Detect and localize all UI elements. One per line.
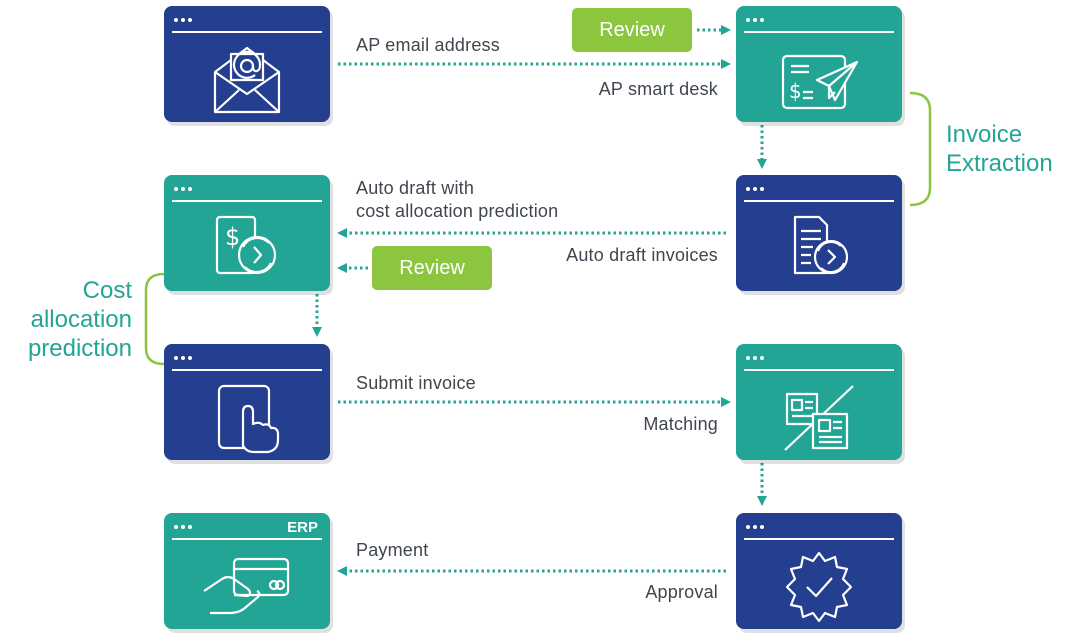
- matching-window: [736, 344, 902, 460]
- document-refresh-icon: [793, 215, 849, 275]
- touch-tablet-icon: [217, 384, 280, 454]
- review-badge-top: Review: [572, 8, 692, 52]
- erp-payment-window: ERP: [164, 513, 330, 629]
- label-matching: Matching: [643, 414, 718, 434]
- send-invoice-icon: $: [781, 54, 859, 110]
- label-ap-email: AP email address: [356, 35, 500, 55]
- submit-window: [164, 344, 330, 460]
- svg-text:$: $: [789, 79, 802, 103]
- approval-badge-icon: [785, 551, 853, 623]
- smart-desk-window: $: [736, 6, 902, 122]
- approval-window: [736, 513, 902, 629]
- label-ap-smart-desk: AP smart desk: [598, 79, 718, 99]
- credit-card-hand-icon: [203, 557, 290, 615]
- svg-text:$: $: [225, 223, 240, 251]
- matching-documents-icon: [784, 385, 854, 451]
- cost-draft-window: $: [164, 175, 330, 291]
- phase-invoice-extraction: Invoice Extraction: [946, 121, 1053, 177]
- label-approval: Approval: [645, 582, 718, 602]
- label-auto-draft-with: Auto draft with cost allocation predicti…: [356, 178, 559, 221]
- email-icon: [213, 46, 281, 114]
- bracket-cost-allocation: [144, 272, 165, 366]
- label-submit-invoice: Submit invoice: [356, 373, 476, 393]
- auto-draft-window: [736, 175, 902, 291]
- label-payment: Payment: [356, 540, 429, 560]
- label-auto-draft-invoices: Auto draft invoices: [566, 245, 718, 265]
- erp-label: ERP: [287, 519, 318, 536]
- review-badge-middle: Review: [372, 246, 492, 290]
- bracket-invoice-extraction: [909, 91, 932, 207]
- dollar-refresh-icon: $: [215, 215, 277, 275]
- email-window: [164, 6, 330, 122]
- phase-cost-allocation: Cost allocation prediction: [27, 277, 132, 362]
